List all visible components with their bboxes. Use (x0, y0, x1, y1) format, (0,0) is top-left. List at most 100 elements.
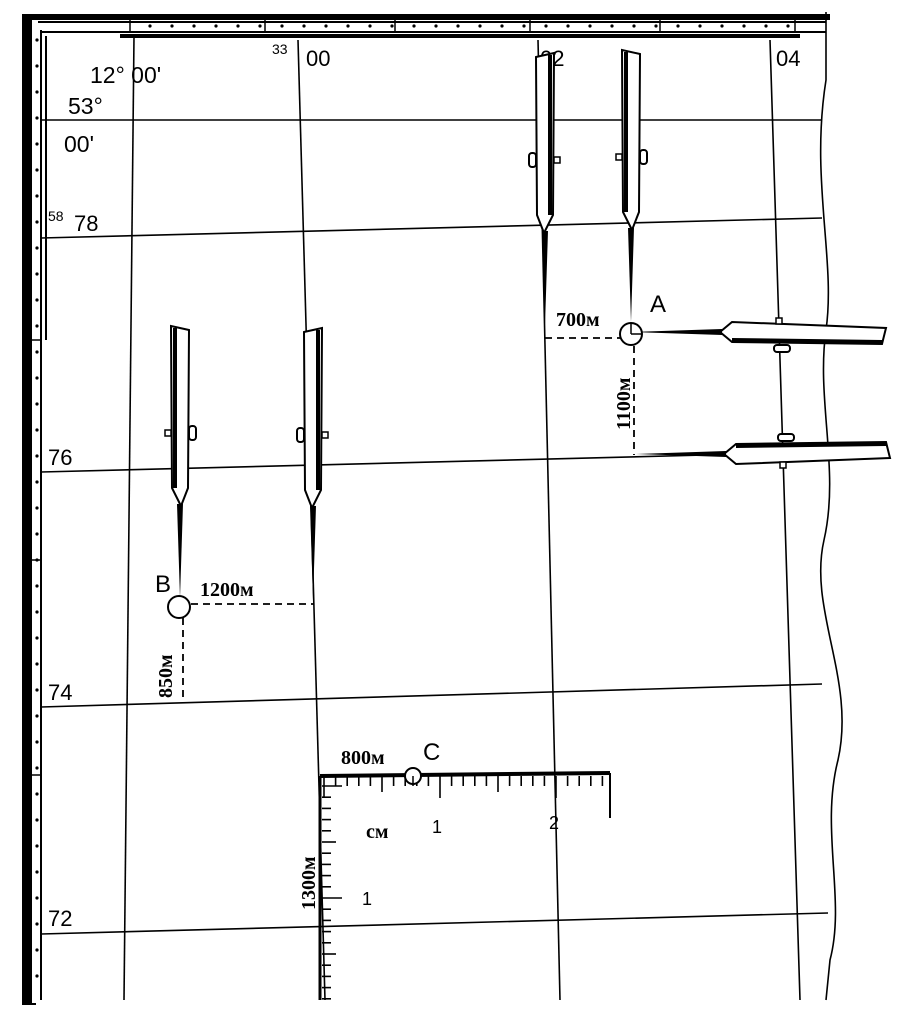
map-torn-edge (819, 12, 843, 1001)
frame-dot (35, 896, 39, 900)
frame-dot (35, 298, 39, 302)
frame-dot (786, 24, 790, 28)
ruler-horizontal-ticks (323, 776, 604, 798)
ruler-unit-label: см (366, 821, 389, 843)
frame-dot (566, 24, 570, 28)
frame-dot (35, 974, 39, 978)
frame-dot (35, 324, 39, 328)
frame-dot (35, 402, 39, 406)
point-c-group: C 800м 1300м (298, 739, 440, 910)
corner-latitude-minutes: 00' (64, 131, 94, 157)
frame-dot (35, 350, 39, 354)
grid-lines (40, 35, 829, 1001)
frame-dot (588, 24, 592, 28)
frame-dot (35, 844, 39, 848)
frame-dot (720, 24, 724, 28)
point-a-dx-label: 700м (556, 309, 600, 331)
northing-label-5878-sup: 58 (48, 208, 64, 224)
ruler-vertical-ticks (322, 785, 342, 1000)
frame-dot-pattern (35, 24, 790, 978)
corner-latitude-degrees: 53° (68, 93, 103, 119)
frame-dot (35, 688, 39, 692)
map-labels: 12° 00' 53° 00' 33 00 02 04 58 78 76 74 … (48, 41, 800, 931)
frame-dot (35, 948, 39, 952)
dividers-point-a-vertical-left (527, 51, 562, 327)
frame-dot (35, 636, 39, 640)
point-c-dx-label: 800м (341, 747, 385, 769)
point-a-label: A (650, 291, 666, 318)
frame-dot (390, 24, 394, 28)
frame-dot (35, 584, 39, 588)
frame-dot (258, 24, 262, 28)
frame-dot (35, 454, 39, 458)
frame-dot (35, 766, 39, 770)
ruler-label-1: 1 (432, 817, 442, 837)
point-a-group: A 700м 1100м (545, 291, 666, 455)
frame-dot (412, 24, 416, 28)
frame-dot (742, 24, 746, 28)
dividers-point-a-horizontal-top (630, 316, 888, 354)
frame-dot (35, 870, 39, 874)
frame-dot (368, 24, 372, 28)
frame-dot (522, 24, 526, 28)
ruler-vertical-label-1: 1 (362, 889, 372, 909)
frame-dot (456, 24, 460, 28)
frame-dot (35, 506, 39, 510)
easting-label-04: 04 (776, 46, 800, 71)
easting-label-3300-sup: 33 (272, 41, 288, 57)
frame-dot (35, 818, 39, 822)
frame-dot (35, 38, 39, 42)
frame-dot (35, 610, 39, 614)
point-b-dx-label: 1200м (200, 579, 254, 601)
frame-dot (35, 142, 39, 146)
frame-dot (478, 24, 482, 28)
corner-longitude: 12° 00' (90, 62, 161, 88)
frame-dot (214, 24, 218, 28)
frame-dot (35, 792, 39, 796)
frame-dot (434, 24, 438, 28)
frame-tick-marks-top (129, 20, 796, 32)
frame-dot (35, 428, 39, 432)
dividers-point-b-left (163, 324, 198, 600)
frame-dot (676, 24, 680, 28)
frame-dot (35, 246, 39, 250)
frame-dot (35, 662, 39, 666)
frame-dot (346, 24, 350, 28)
northing-label-72: 72 (48, 906, 72, 931)
frame-dot (35, 90, 39, 94)
point-b-dy-label: 850м (155, 654, 177, 698)
frame-dot (35, 168, 39, 172)
frame-dot (35, 272, 39, 276)
frame-dot (192, 24, 196, 28)
frame-dot (324, 24, 328, 28)
frame-dot (302, 24, 306, 28)
frame-dot (544, 24, 548, 28)
point-b-group: B 1200м 850м (155, 571, 314, 702)
frame-dot (35, 220, 39, 224)
frame-dot (35, 116, 39, 120)
frame-dot (170, 24, 174, 28)
frame-dot (35, 480, 39, 484)
frame-dot (610, 24, 614, 28)
frame-dot (35, 64, 39, 68)
frame-dot (35, 558, 39, 562)
northing-label-74: 74 (48, 680, 72, 705)
ruler-label-2: 2 (549, 813, 559, 833)
dividers-point-a-vertical-right (614, 48, 649, 324)
frame-dot (148, 24, 152, 28)
frame-dot (35, 376, 39, 380)
frame-dot (698, 24, 702, 28)
point-c-label: C (423, 739, 440, 766)
frame-dot (500, 24, 504, 28)
frame-dot (236, 24, 240, 28)
point-c-dy-label: 1300м (298, 856, 320, 910)
frame-dot (35, 922, 39, 926)
dividers-point-a-horizontal-bottom (634, 432, 892, 470)
point-a-dy-label: 1100м (613, 377, 635, 430)
point-b-marker (167, 595, 191, 619)
easting-label-3300: 00 (306, 46, 330, 71)
frame-dot (35, 194, 39, 198)
northing-label-76: 76 (48, 445, 72, 470)
point-b-label: B (155, 571, 171, 598)
